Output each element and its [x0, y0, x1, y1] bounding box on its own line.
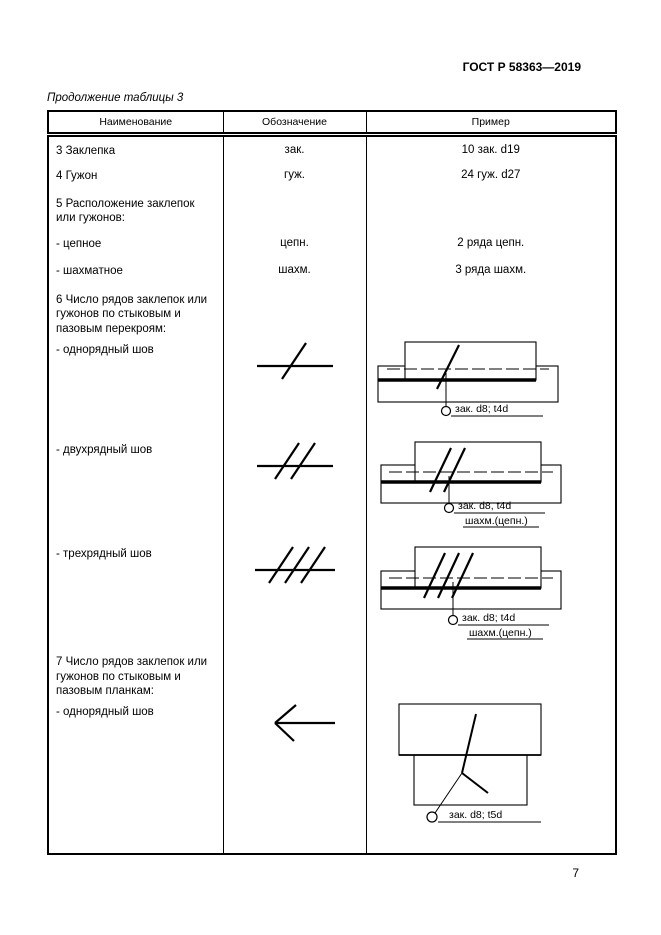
table-row-strap-caption: 7 Число рядов заклепок или гужонов по ст… — [47, 648, 617, 699]
row-name: 5 Расположение заклепок или гужонов: — [47, 190, 224, 230]
row-name: 6 Число рядов заклепок или гужонов по ст… — [47, 286, 224, 337]
row-example: зак. d8; t4d шахм.(цепн.) — [365, 540, 617, 649]
row-name: - цепное — [47, 230, 224, 257]
symbol-single-row-seam-strap — [273, 704, 335, 743]
table-3: Наименование Обозначение Пример 3 Заклеп… — [47, 110, 617, 856]
row-symbol: гуж. — [222, 162, 367, 190]
row-example: 3 ряда шахм. — [365, 257, 617, 286]
row-name: 3 Заклепка — [47, 134, 224, 162]
row-name: - трехрядный шов — [47, 540, 224, 649]
drawing-label-2: шахм.(цепн.) — [469, 627, 532, 639]
table-row-overlap-caption: 6 Число рядов заклепок или гужонов по ст… — [47, 286, 617, 337]
row-name: 4 Гужон — [47, 162, 224, 190]
row-symbol — [222, 648, 367, 699]
symbol-double-row-seam — [256, 442, 333, 480]
row-name: - шахматное — [47, 257, 224, 286]
table-row-chain: - цепное цепн. 2 ряда цепн. — [47, 230, 617, 257]
row-symbol: цепн. — [222, 230, 367, 257]
table-row-double-seam-overlap: - двухрядный шов — [47, 436, 617, 541]
drawing-label: зак. d8, t4d — [458, 500, 511, 512]
col-header-name: Наименование — [47, 111, 224, 137]
page-number: 7 — [572, 866, 579, 880]
drawing-label: зак. d8; t5d — [449, 809, 502, 821]
row-symbol — [222, 190, 367, 230]
drawing-label: зак. d8; t4d — [462, 612, 515, 624]
row-example: зак. d8, t4d шахм.(цепн.) — [365, 436, 617, 541]
table-row-arrangement-caption: 5 Расположение заклепок или гужонов: — [47, 190, 617, 230]
table-row-single-seam-overlap: - однорядный шов — [47, 336, 617, 437]
drawing-single-row-seam-strap: зак. d8; t5d — [398, 703, 542, 823]
row-symbol — [222, 540, 367, 649]
row-example — [365, 190, 617, 230]
row-name: - однорядный шов — [47, 336, 224, 437]
row-example: 24 гуж. d27 — [365, 162, 617, 190]
row-symbol — [222, 286, 367, 337]
table-row-staggered: - шахматное шахм. 3 ряда шахм. — [47, 257, 617, 286]
row-symbol: зак. — [222, 134, 367, 162]
row-example: 10 зак. d19 — [365, 134, 617, 162]
table-row-single-seam-strap: - однорядный шов — [47, 698, 617, 855]
row-example: зак. d8; t5d — [365, 698, 617, 855]
row-name: 7 Число рядов заклепок или гужонов по ст… — [47, 648, 224, 699]
doc-code: ГОСТ Р 58363—2019 — [462, 60, 581, 74]
row-symbol — [222, 436, 367, 541]
col-header-example: Пример — [365, 111, 617, 137]
row-symbol: шахм. — [222, 257, 367, 286]
row-symbol — [222, 698, 367, 855]
row-example — [365, 648, 617, 699]
row-example: 2 ряда цепн. — [365, 230, 617, 257]
col-header-symbol: Обозначение — [222, 111, 367, 137]
drawing-label: зак. d8; t4d — [455, 403, 508, 415]
row-name: - двухрядный шов — [47, 436, 224, 541]
table-row-rivet: 3 Заклепка зак. 10 зак. d19 — [47, 134, 617, 162]
row-example: зак. d8; t4d — [365, 336, 617, 437]
row-symbol — [222, 336, 367, 437]
drawing-label-2: шахм.(цепн.) — [465, 515, 528, 527]
drawing-single-row-seam: зак. d8; t4d — [377, 341, 559, 417]
table-row-triple-seam-overlap: - трехрядный шов — [47, 540, 617, 649]
table-caption: Продолжение таблицы 3 — [47, 92, 184, 104]
drawing-triple-row-seam: зак. d8; t4d шахм.(цепн.) — [380, 546, 562, 640]
row-name: - однорядный шов — [47, 698, 224, 855]
symbol-single-row-seam — [256, 342, 333, 380]
table-header-row: Наименование Обозначение Пример — [47, 111, 617, 137]
drawing-double-row-seam: зак. d8, t4d шахм.(цепн.) — [380, 441, 562, 528]
symbol-triple-row-seam — [254, 546, 335, 584]
row-example — [365, 286, 617, 337]
table-row-guzhon: 4 Гужон гуж. 24 гуж. d27 — [47, 162, 617, 190]
